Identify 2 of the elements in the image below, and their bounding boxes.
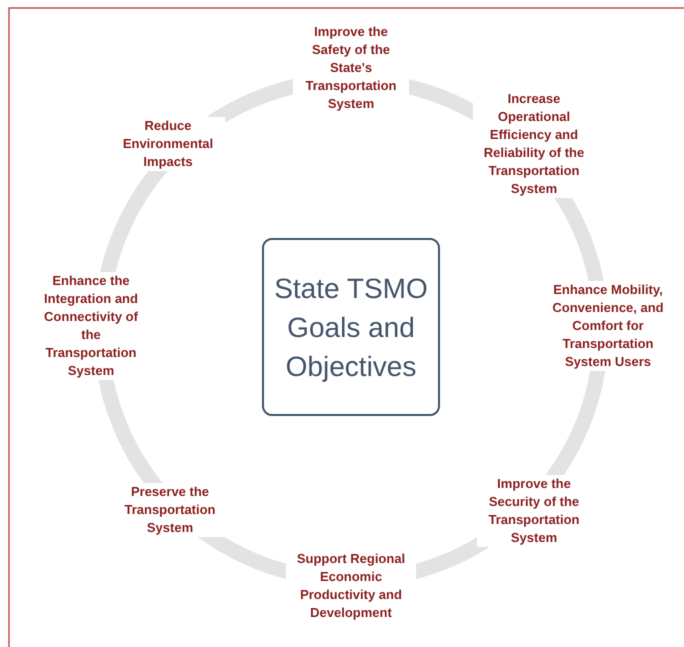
center-title: State TSMO Goals and Objectives xyxy=(273,272,429,384)
center-box xyxy=(262,238,440,416)
